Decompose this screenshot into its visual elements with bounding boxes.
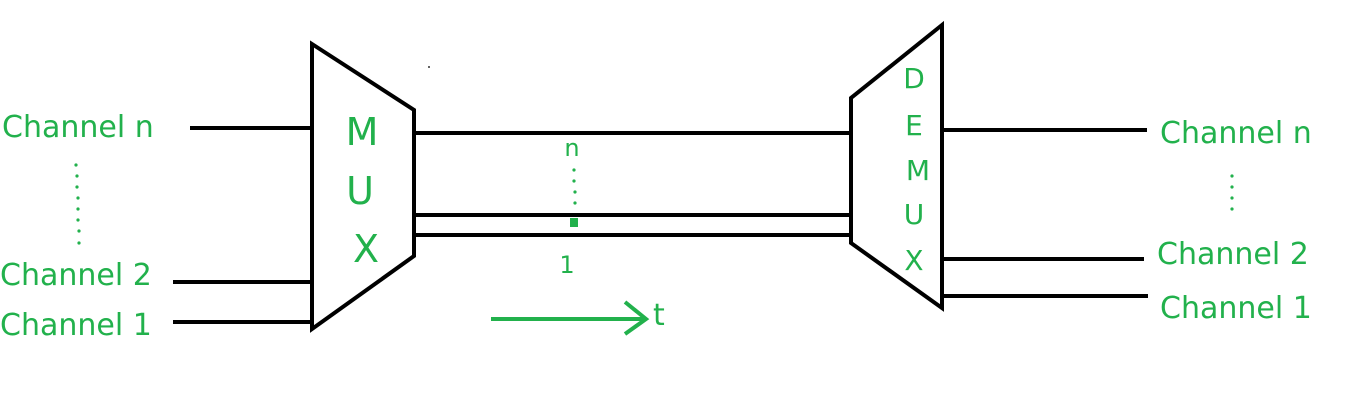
demux-letter: E bbox=[905, 109, 923, 142]
demux-letter: D bbox=[903, 62, 925, 95]
left-channel-label-1: Channel 1 bbox=[0, 308, 152, 343]
demux-block bbox=[849, 20, 944, 312]
mux-letter: X bbox=[353, 227, 379, 271]
link-ellipsis bbox=[570, 168, 578, 227]
mux-letter: M bbox=[346, 110, 379, 154]
link-label-n: n bbox=[564, 134, 579, 162]
link-label-1: 1 bbox=[559, 251, 574, 279]
time-axis-label: t bbox=[653, 298, 665, 333]
mux-letter: U bbox=[346, 169, 374, 213]
demux-letter: M bbox=[906, 154, 930, 187]
right-channel-label-1: Channel 1 bbox=[1160, 291, 1312, 326]
time-arrow-icon bbox=[491, 300, 650, 336]
right-channel-label-n: Channel n bbox=[1160, 116, 1312, 151]
demux-letter: U bbox=[904, 198, 925, 231]
left-ellipsis bbox=[74, 163, 81, 245]
left-channel-label-2: Channel 2 bbox=[0, 258, 152, 293]
demux-letter: X bbox=[904, 244, 923, 277]
stray-mark bbox=[428, 66, 430, 68]
right-ellipsis bbox=[1230, 174, 1234, 211]
mux-block bbox=[310, 40, 416, 333]
left-channel-label-n: Channel n bbox=[2, 110, 154, 145]
right-channel-label-2: Channel 2 bbox=[1157, 237, 1309, 272]
